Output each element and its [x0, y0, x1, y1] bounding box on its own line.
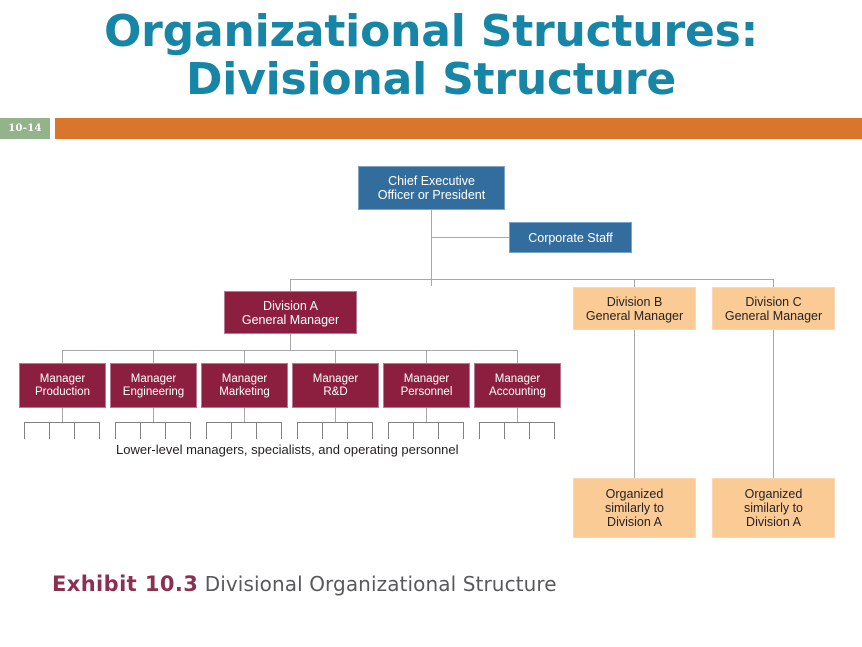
org-chart: Chief Executive Officer or President Cor… — [0, 139, 862, 559]
connector-ceo-down — [431, 210, 432, 286]
exhibit-number: Exhibit 10.3 — [52, 572, 199, 596]
connector-drop-manager-6 — [517, 350, 518, 363]
ceo-line-1: Chief Executive — [388, 174, 475, 188]
lower-level-personnel-label: Lower-level managers, specialists, and o… — [116, 442, 459, 457]
node-manager-accounting[interactable]: Manager Accounting — [474, 363, 561, 408]
title-line-1: Organizational Structures: — [103, 6, 759, 57]
manager-5-line-1: Manager — [403, 372, 450, 385]
exhibit-caption: Exhibit 10.3 Divisional Organizational S… — [52, 572, 557, 596]
connector-manager-2-down — [153, 408, 154, 422]
exhibit-title: Divisional Organizational Structure — [204, 572, 557, 596]
node-organized-similarly-b[interactable]: Organized similarly to Division A — [573, 478, 696, 538]
manager-3-line-1: Manager — [221, 372, 268, 385]
node-corporate-staff[interactable]: Corporate Staff — [509, 222, 632, 253]
connector-manager-4-down — [335, 408, 336, 422]
connector-division-b-down — [634, 330, 635, 478]
slide-number-badge: 10-14 — [0, 118, 50, 139]
banner: 10-14 — [0, 118, 862, 139]
organized-b-line-1: Organized — [605, 487, 664, 501]
connector-manager-bus — [62, 350, 517, 351]
node-manager-marketing[interactable]: Manager Marketing — [201, 363, 288, 408]
node-division-a[interactable]: Division A General Manager — [224, 291, 357, 334]
division-b-line-1: Division B — [606, 294, 663, 309]
node-manager-personnel[interactable]: Manager Personnel — [383, 363, 470, 408]
connector-manager-5-down — [426, 408, 427, 422]
connector-drop-manager-1 — [62, 350, 63, 363]
division-c-line-2: General Manager — [724, 308, 823, 323]
manager-5-line-2: Personnel — [400, 385, 453, 398]
banner-bar — [55, 118, 862, 139]
manager-6-line-1: Manager — [494, 372, 541, 385]
division-a-line-1: Division A — [263, 298, 318, 313]
division-b-line-2: General Manager — [585, 308, 684, 323]
node-division-b[interactable]: Division B General Manager — [573, 287, 696, 330]
manager-1-line-2: Production — [35, 385, 90, 398]
organized-c-line-2: similarly to — [743, 501, 804, 515]
connector-drop-division-a — [290, 279, 291, 292]
division-a-line-2: General Manager — [241, 312, 340, 327]
corporate-staff-label: Corporate Staff — [528, 230, 613, 245]
manager-1-line-1: Manager — [39, 372, 86, 385]
division-c-line-1: Division C — [745, 294, 802, 309]
manager-4-line-2: R&D — [323, 385, 348, 398]
organized-b-line-2: similarly to — [604, 501, 665, 515]
organized-c-line-3: Division A — [746, 515, 801, 529]
node-chief-executive-officer[interactable]: Chief Executive Officer or President — [358, 166, 505, 210]
node-manager-production[interactable]: Manager Production — [19, 363, 106, 408]
manager-2-line-1: Manager — [130, 372, 177, 385]
connector-division-a-down — [290, 334, 291, 350]
connector-drop-division-b — [634, 279, 635, 292]
organized-b-line-3: Division A — [607, 515, 662, 529]
node-manager-rd[interactable]: Manager R&D — [292, 363, 379, 408]
connector-manager-3-down — [244, 408, 245, 422]
connector-drop-manager-5 — [426, 350, 427, 363]
organized-c-line-1: Organized — [744, 487, 803, 501]
connector-manager-1-down — [62, 408, 63, 422]
manager-6-line-2: Accounting — [489, 385, 546, 398]
manager-2-line-2: Engineering — [122, 385, 185, 398]
ceo-line-2: Officer or President — [377, 188, 486, 202]
connector-division-c-down — [773, 330, 774, 478]
manager-3-line-2: Marketing — [219, 385, 270, 398]
connector-drop-manager-4 — [335, 350, 336, 363]
connector-drop-manager-3 — [244, 350, 245, 363]
node-division-c[interactable]: Division C General Manager — [712, 287, 835, 330]
connector-division-bus — [290, 279, 774, 280]
connector-manager-6-down — [517, 408, 518, 422]
node-organized-similarly-c[interactable]: Organized similarly to Division A — [712, 478, 835, 538]
manager-4-line-1: Manager — [312, 372, 359, 385]
page-title: Organizational Structures: Divisional St… — [0, 8, 862, 103]
title-line-2: Divisional Structure — [185, 53, 676, 105]
connector-corporate-staff — [431, 237, 510, 238]
connector-drop-manager-2 — [153, 350, 154, 363]
connector-drop-division-c — [773, 279, 774, 292]
node-manager-engineering[interactable]: Manager Engineering — [110, 363, 197, 408]
